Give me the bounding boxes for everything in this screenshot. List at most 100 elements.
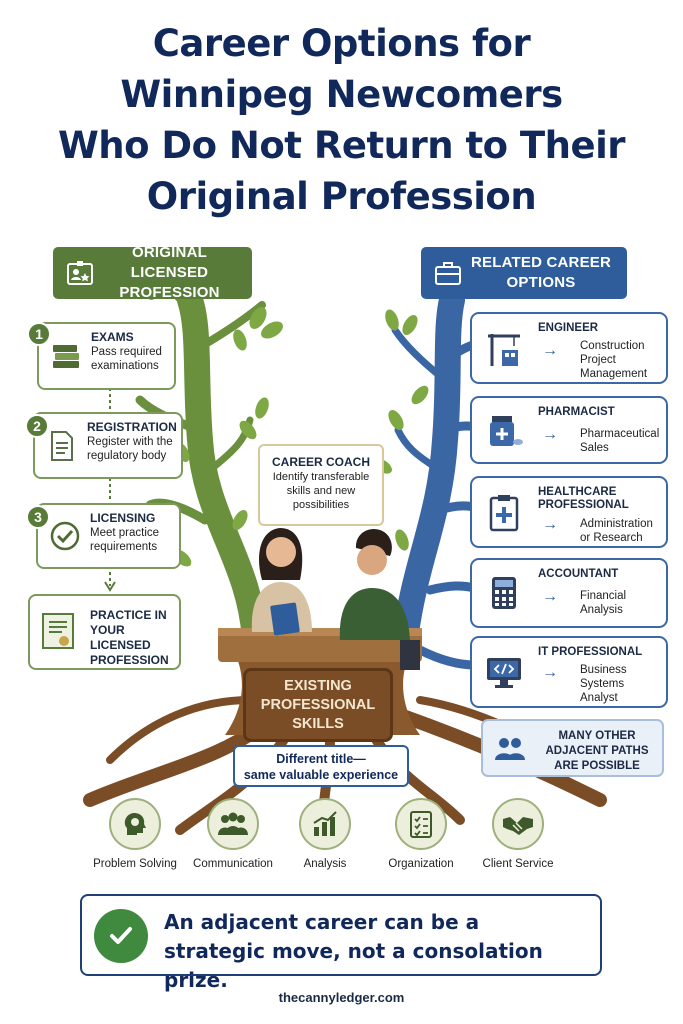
step-title: PRACTICE IN — [90, 608, 167, 622]
step-desc: examinations — [91, 360, 159, 372]
medical-clipboard-icon — [482, 490, 526, 534]
skill-label: Organization — [388, 858, 454, 870]
adjacent-text: ARE POSSIBLE — [554, 760, 640, 772]
skill-problem-solving: Problem Solving — [80, 798, 190, 870]
step-desc: Register with the — [87, 436, 173, 448]
coach-title: CAREER COACH — [271, 455, 370, 469]
career-desc: Business — [580, 664, 627, 676]
arrow-right-icon: → — [542, 516, 558, 533]
career-card-engineer: ENGINEER → Construction Project Manageme… — [470, 312, 668, 384]
career-desc: Financial — [580, 590, 627, 602]
career-desc: or Research — [580, 532, 643, 544]
career-card-pharmacist: PHARMACIST → Pharmaceutical Sales — [470, 396, 668, 464]
career-desc: Construction — [580, 340, 645, 352]
step-title: PROFESSION — [90, 653, 169, 667]
header-label: ORIGINAL LICENSED — [130, 244, 209, 281]
tagline-box: Different title— same valuable experienc… — [233, 745, 409, 787]
document-icon — [43, 427, 81, 465]
pill-bottle-icon — [482, 408, 526, 452]
career-desc: Analyst — [580, 692, 618, 704]
step-card-registration: REGISTRATION Register with the regulator… — [33, 412, 183, 479]
id-badge-icon — [63, 256, 97, 290]
step-card-licensing: LICENSING Meet practice requirements — [36, 503, 181, 569]
career-desc: Project — [580, 354, 616, 366]
key-message-callout: An adjacent career can be a strategic mo… — [80, 894, 602, 992]
green-trunk — [177, 287, 268, 653]
arrow-right-icon: → — [542, 664, 558, 681]
header-label: OPTIONS — [506, 274, 576, 291]
header-label: RELATED CAREER — [470, 254, 612, 271]
career-desc: Administration — [580, 518, 653, 530]
coach-desc: Identify transferable — [272, 471, 370, 483]
skill-client-service: Client Service — [463, 798, 573, 870]
career-title: ENGINEER — [538, 322, 599, 334]
coaching-scene — [218, 528, 422, 670]
handshake-icon — [492, 798, 544, 850]
career-desc: Management — [580, 368, 648, 380]
step-arrow — [104, 581, 116, 592]
career-card-accountant: ACCOUNTANT → Financial Analysis — [470, 558, 668, 628]
briefcase-icon — [431, 256, 465, 290]
step-title: EXAMS — [91, 330, 134, 344]
step-title: REGISTRATION — [87, 420, 177, 434]
arrow-right-icon: → — [542, 426, 558, 443]
step-desc: Meet practice — [90, 527, 160, 539]
career-title: PROFESSIONAL — [538, 499, 629, 511]
checkmark-icon — [46, 517, 84, 555]
client-figure — [339, 528, 420, 670]
tagline-text: Different title— — [276, 752, 366, 766]
skill-label: Problem Solving — [93, 858, 177, 870]
career-coach-box: CAREER COACH Identify transferable skill… — [258, 444, 384, 526]
footer-source: thecannyledger.com — [278, 990, 405, 1005]
skill-label: Analysis — [303, 858, 347, 870]
title-line: Original Profession — [146, 175, 537, 218]
checklist-icon — [395, 798, 447, 850]
sign-text: SKILLS — [292, 715, 344, 732]
code-monitor-icon — [482, 650, 526, 694]
callout-text: strategic move, not a consolation prize. — [164, 939, 543, 992]
original-profession-header: ORIGINAL LICENSED PROFESSION — [53, 244, 252, 301]
blue-trunk — [392, 287, 465, 653]
career-title: HEALTHCARE — [538, 486, 617, 498]
adjacent-text: ADJACENT PATHS — [545, 745, 649, 757]
skill-communication: Communication — [178, 798, 288, 870]
career-card-it: IT PROFESSIONAL → Business Systems Analy… — [470, 636, 668, 708]
step-desc: requirements — [90, 541, 158, 553]
step-desc: regulatory body — [87, 450, 167, 462]
header-label: PROFESSION — [119, 284, 220, 301]
tagline-text: same valuable experience — [243, 768, 399, 782]
sign-text: PROFESSIONAL — [260, 696, 376, 713]
head-gear-icon — [109, 798, 161, 850]
title-line: Who Do Not Return to Their — [57, 124, 626, 167]
skill-label: Communication — [193, 858, 273, 870]
crane-icon — [482, 326, 526, 370]
callout-text: An adjacent career can be a — [164, 910, 480, 934]
related-careers-header: RELATED CAREER OPTIONS — [421, 247, 627, 299]
check-circle-icon — [94, 909, 148, 963]
adjacent-paths-card: MANY OTHER ADJACENT PATHS ARE POSSIBLE — [481, 719, 664, 777]
step-number: 2 — [25, 414, 49, 438]
step-title: LICENSING — [90, 511, 156, 525]
career-desc: Pharmaceutical — [580, 428, 660, 440]
bar-chart-icon — [299, 798, 351, 850]
certificate-icon — [40, 613, 78, 651]
career-title: PHARMACIST — [538, 406, 615, 418]
career-title: IT PROFESSIONAL — [538, 646, 643, 658]
sign-text: EXISTING — [284, 677, 352, 694]
calculator-icon — [482, 571, 526, 615]
arrow-right-icon: → — [542, 342, 558, 359]
coach-figure — [251, 528, 312, 636]
career-desc: Analysis — [580, 604, 623, 616]
adjacent-text: MANY OTHER — [558, 730, 636, 742]
coach-desc: skills and new — [286, 485, 356, 497]
step-number: 3 — [26, 505, 50, 529]
step-card-exams: EXAMS Pass required examinations — [37, 322, 176, 390]
arrow-right-icon: → — [542, 588, 558, 605]
step-card-practice: PRACTICE IN YOUR LICENSED PROFESSION — [28, 594, 181, 670]
career-desc: Systems — [580, 678, 625, 690]
coach-desc: possibilities — [292, 499, 350, 511]
step-title: YOUR LICENSED — [90, 623, 151, 652]
skill-label: Client Service — [482, 858, 554, 870]
step-desc: Pass required — [91, 346, 162, 358]
page-title: Career Options for Winnipeg Newcomers Wh… — [20, 18, 663, 222]
